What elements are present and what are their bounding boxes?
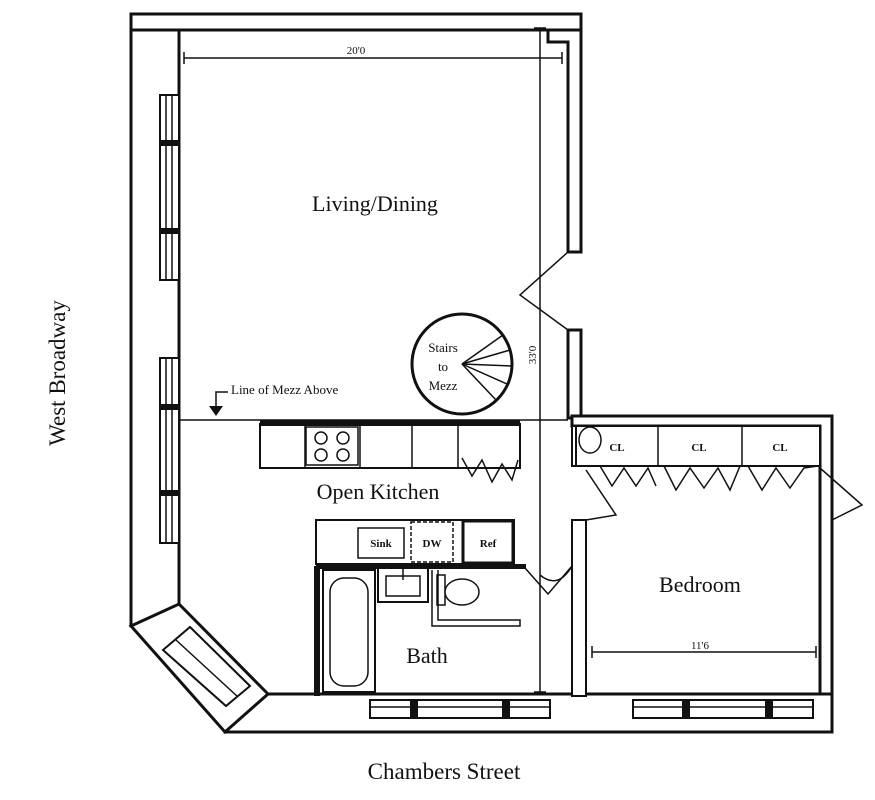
toilet [431, 570, 521, 627]
living-width-dimension: 20'0 [347, 45, 366, 57]
mezz-arrow [209, 391, 228, 416]
bedroom-width-dimension: 11'6 [691, 640, 710, 652]
dim-depth [534, 27, 546, 693]
mezz-note: Line of Mezz Above [231, 382, 338, 397]
dim-bedroom-width [591, 646, 817, 658]
stairs-label-1: Stairs [428, 340, 458, 355]
north-wall [129, 12, 583, 32]
bedroom-door [585, 467, 864, 521]
bath-sink [377, 567, 429, 603]
spiral-stairs [410, 312, 514, 416]
bath-door [524, 565, 573, 596]
west-broadway-label: West Broadway [45, 300, 70, 446]
bathtub [322, 569, 376, 693]
bath-label: Bath [406, 643, 448, 668]
kitchen-counter [315, 519, 515, 565]
east-wall-lower [566, 328, 583, 420]
closet-label-1: CL [609, 442, 624, 454]
south-windows [369, 699, 814, 719]
stairs-label-2: to [438, 359, 448, 374]
stairs-label-3: Mezz [429, 378, 458, 393]
dim-living-width [183, 52, 563, 64]
ref-label: Ref [480, 538, 497, 550]
corner-window [161, 625, 252, 708]
east-wall-upper [546, 28, 583, 254]
west-windows [159, 94, 180, 544]
sink-label: Sink [370, 538, 392, 550]
closet-label-3: CL [772, 442, 787, 454]
closet-label-2: CL [691, 442, 706, 454]
chambers-street-label: Chambers Street [368, 759, 521, 784]
bedroom-label: Bedroom [659, 572, 741, 597]
living-dining-label: Living/Dining [312, 191, 438, 216]
entry-door [518, 251, 569, 331]
kitchen-island [259, 420, 521, 484]
dw-label: DW [423, 538, 442, 550]
open-kitchen-label: Open Kitchen [317, 479, 440, 504]
closets [575, 425, 821, 492]
depth-dimension: 33'0 [527, 345, 539, 364]
